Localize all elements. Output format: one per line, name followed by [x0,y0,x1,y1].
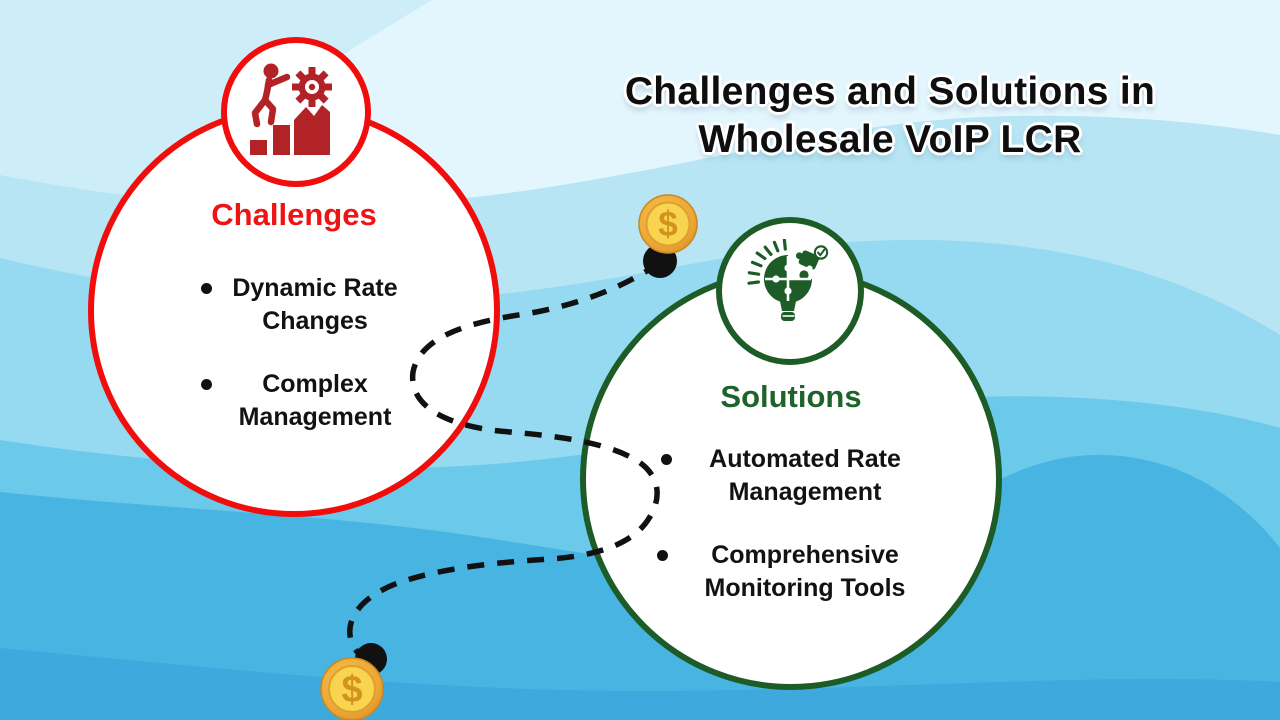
solution-item-2-line-2: Monitoring Tools [704,574,906,603]
page-title: Challenges and Solutions in Wholesale Vo… [570,68,1210,165]
challenges-icon-circle [221,37,371,187]
bullet-icon [661,454,672,465]
challenge-item-2-line-2: Management [238,403,392,432]
solution-item-1-line-1: Automated Rate [709,445,901,473]
challenge-item-2-line-1: Complex [262,370,368,398]
bullet-icon [201,379,212,390]
challenge-item-1: Dynamic Rate Changes [165,272,465,339]
growth-climb-gear-icon [246,60,346,165]
challenges-heading: Challenges [211,197,377,232]
challenge-item-2: Complex Management [165,368,465,435]
page-title-line-2: Wholesale VoIP LCR [698,118,1082,162]
page-title-line-1: Challenges and Solutions in [624,70,1156,113]
challenge-item-1-line-1: Dynamic Rate [232,274,398,302]
solutions-heading: Solutions [720,379,862,414]
solution-item-1-line-2: Management [728,478,882,507]
bullet-icon [657,550,668,561]
solution-item-2-line-1: Comprehensive [711,541,899,569]
background-wave-5 [0,648,1280,720]
bullet-icon [201,283,212,294]
solutions-icon-circle [716,217,864,365]
solution-item-2: Comprehensive Monitoring Tools [655,539,955,606]
puzzle-lightbulb-icon [740,237,840,344]
solution-item-1: Automated Rate Management [655,443,955,510]
challenge-item-1-line-2: Changes [262,307,368,336]
